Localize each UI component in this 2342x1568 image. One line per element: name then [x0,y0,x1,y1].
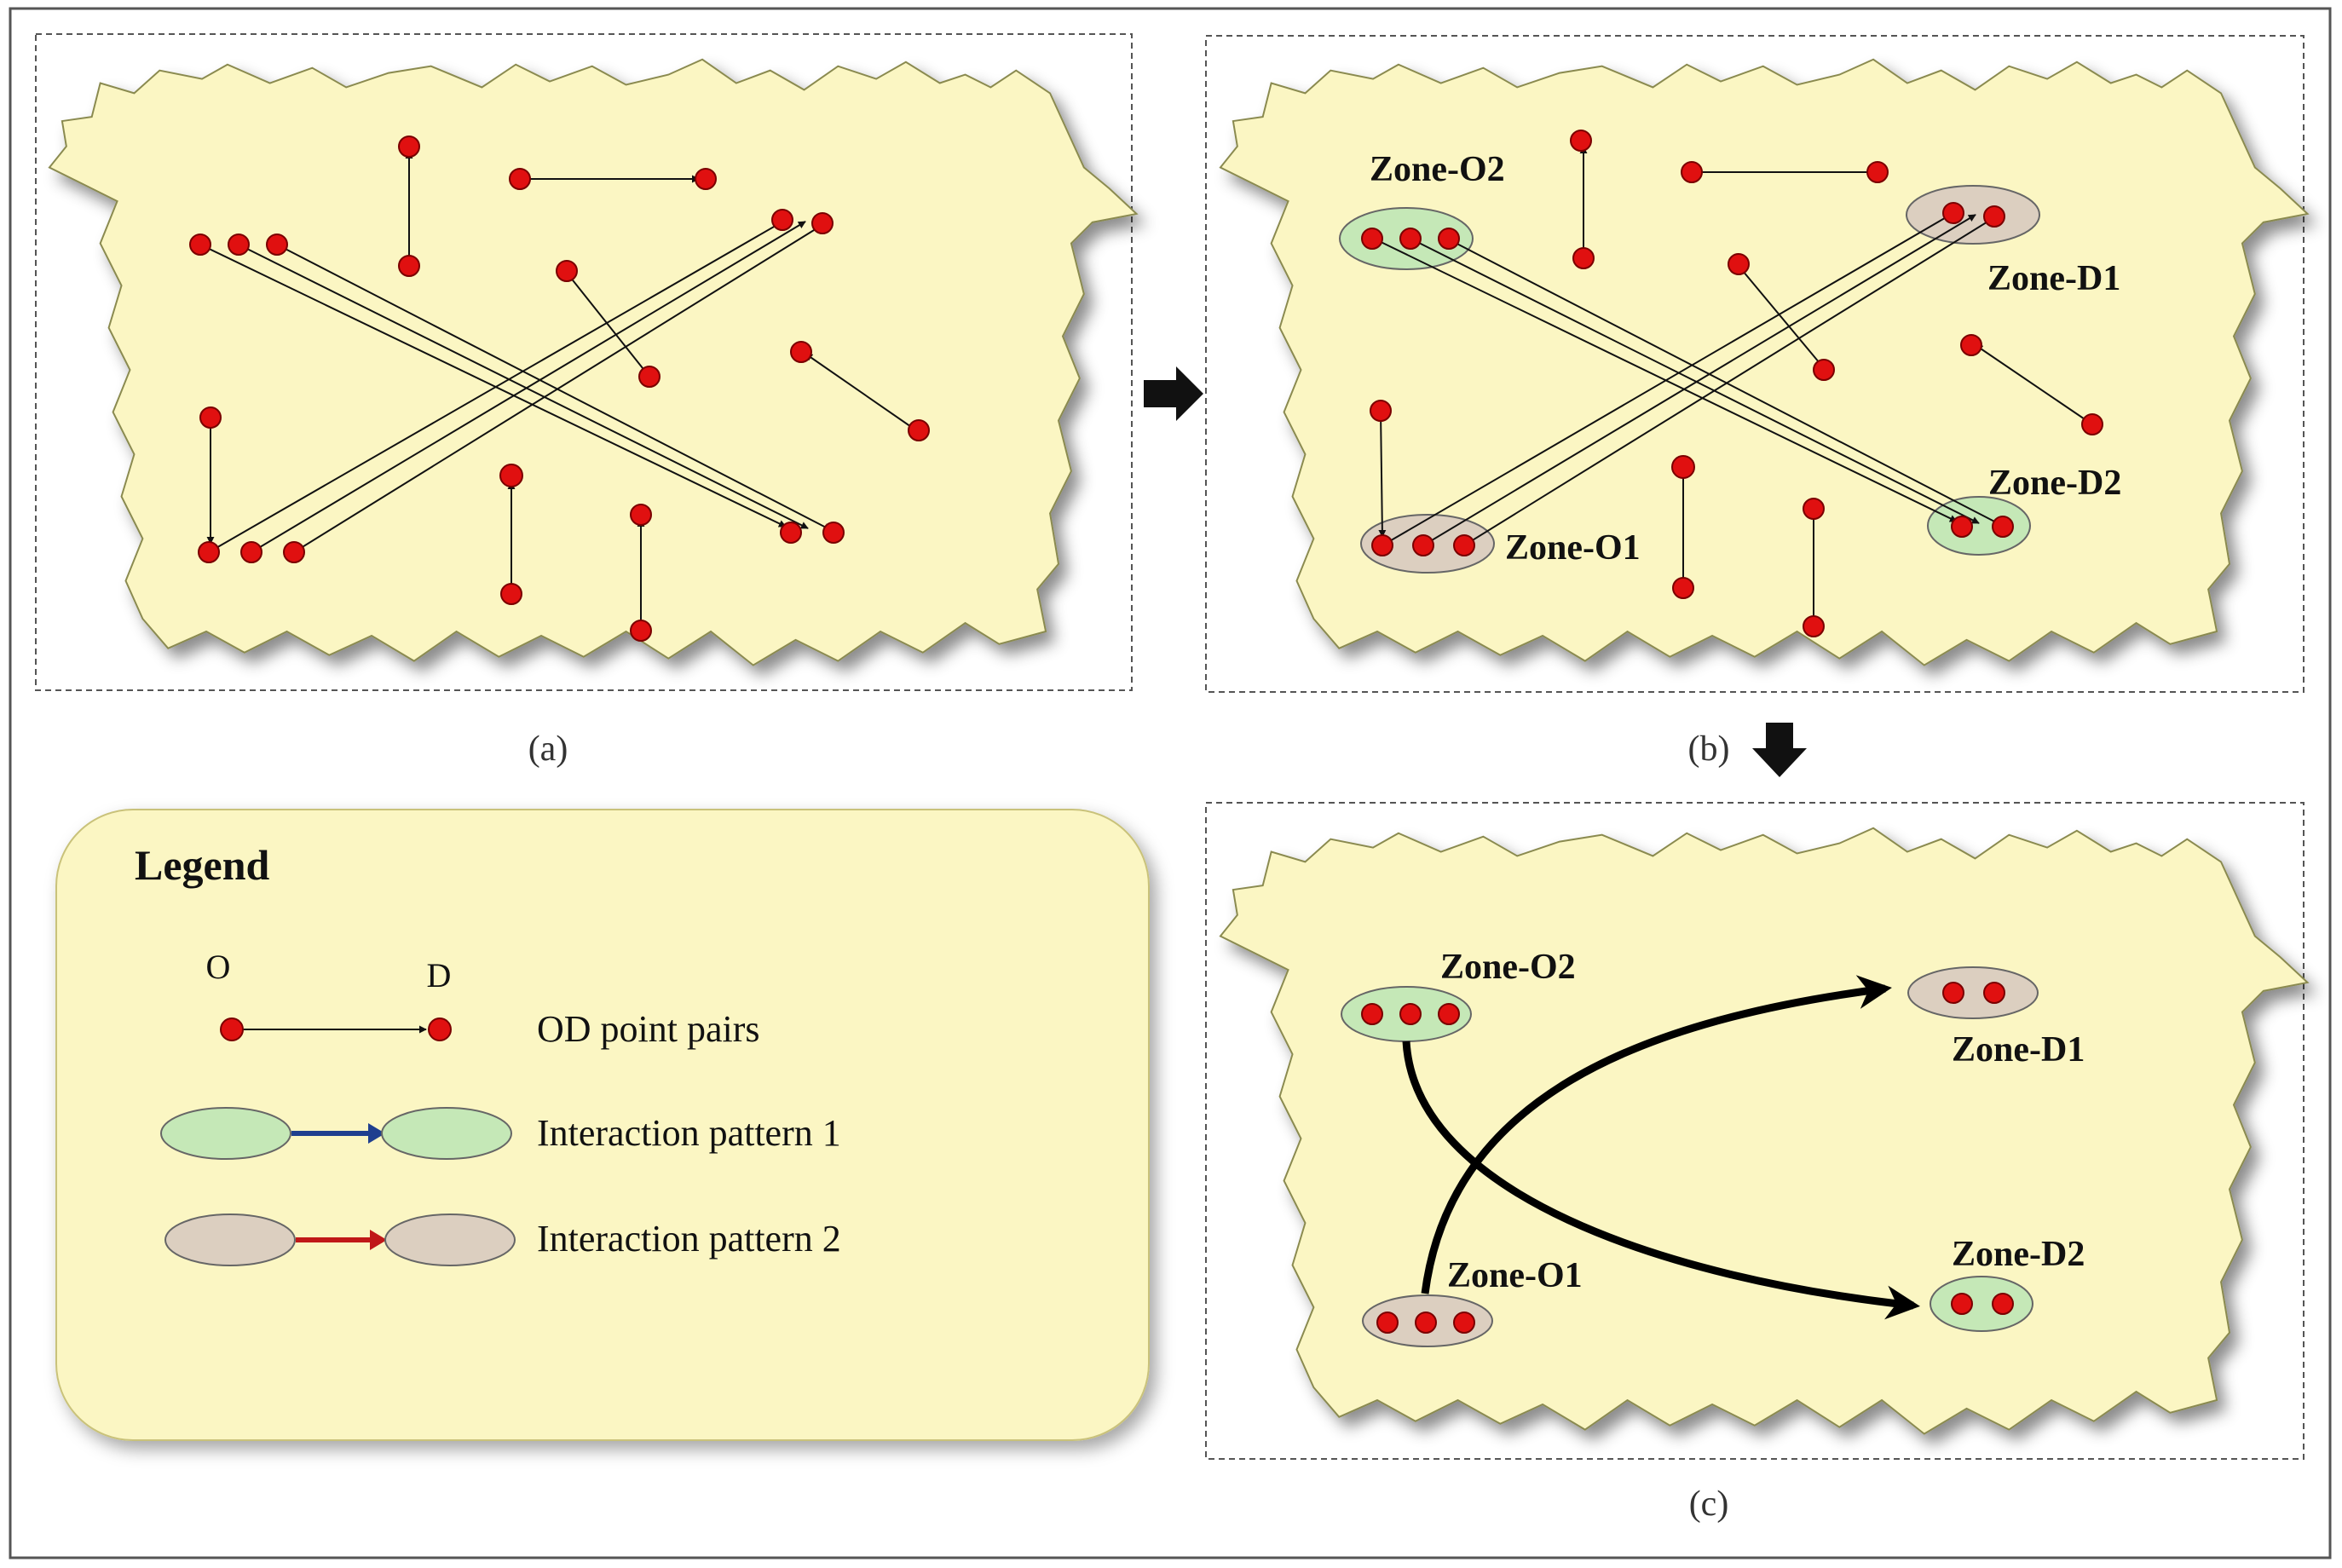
flow-o2-to-d2 [1402,1041,1920,1320]
panel-c-zone-o2-label: Zone-O2 [1440,948,1576,987]
panel-a-caption: (a) [528,729,568,769]
legend-d-point [428,1017,452,1041]
panel-c: Zone-O2 Zone-D1 Zone-D2 Zone-O1 (c) [1205,802,2309,1524]
legend-box [55,809,1150,1441]
panel-b: Zone-O2 Zone-D1 Zone-D2 Zone-O1 (b) [1205,35,2309,769]
legend-p2-left-ellipse [164,1213,296,1266]
panel-b-od-arrows [1373,146,2093,626]
panel-c-zone-d1-label: Zone-D1 [1952,1030,2085,1069]
panel-b-zone-o1-label: Zone-O1 [1505,528,1641,568]
panel-c-zone-o1-label: Zone-O1 [1447,1256,1583,1295]
legend-p1-right-ellipse [381,1107,512,1160]
zone-d2-c-ellipse [1930,1276,2033,1332]
legend-o-label: O [206,948,231,986]
legend-pattern1-label: Interaction pattern 1 [537,1112,841,1154]
legend-o-point [220,1017,244,1041]
legend-p1-left-ellipse [160,1107,291,1160]
zone-d1-ellipse [1906,185,2040,245]
panel-c-frame [1205,802,2305,1460]
arrow-a-to-b-icon [1144,366,1203,421]
legend-p2-arrowhead [370,1230,387,1250]
panel-a-frame [35,33,1133,691]
panel-c-map [1219,827,2309,1435]
panel-b-frame [1205,35,2305,693]
panel-a-points [189,135,930,642]
panel-b-caption: (b) [1688,729,1730,769]
legend-pattern2-label: Interaction pattern 2 [537,1218,841,1260]
legend-od-pairs-label: OD point pairs [537,1008,760,1050]
legend-title: Legend [135,841,270,889]
panel-a-map [48,58,1138,666]
panel-c-points [1361,982,2014,1334]
legend-p2-right-ellipse [384,1213,516,1266]
panel-c-zone-d2-label: Zone-D2 [1952,1235,2085,1274]
panel-c-caption: (c) [1689,1484,1729,1524]
flow-o1-to-d1 [1421,975,1892,1294]
panel-b-zone-d1-label: Zone-D1 [1987,259,2120,298]
panel-b-zone-d2-label: Zone-D2 [1988,464,2121,503]
panel-a-od-arrows [199,151,917,631]
zone-d1-c-ellipse [1907,966,2039,1019]
legend: Legend O D OD point pairs Interaction pa… [55,809,1150,1441]
arrow-b-to-c-icon [1752,723,1807,777]
panel-b-points [1361,130,2103,637]
legend-d-label: D [427,956,452,994]
legend-p1-arrowhead [368,1123,385,1144]
panel-a: (a) [35,33,1138,769]
panel-c-flow-arrows [1402,975,1920,1320]
panel-b-zone-o2-label: Zone-O2 [1370,150,1505,189]
